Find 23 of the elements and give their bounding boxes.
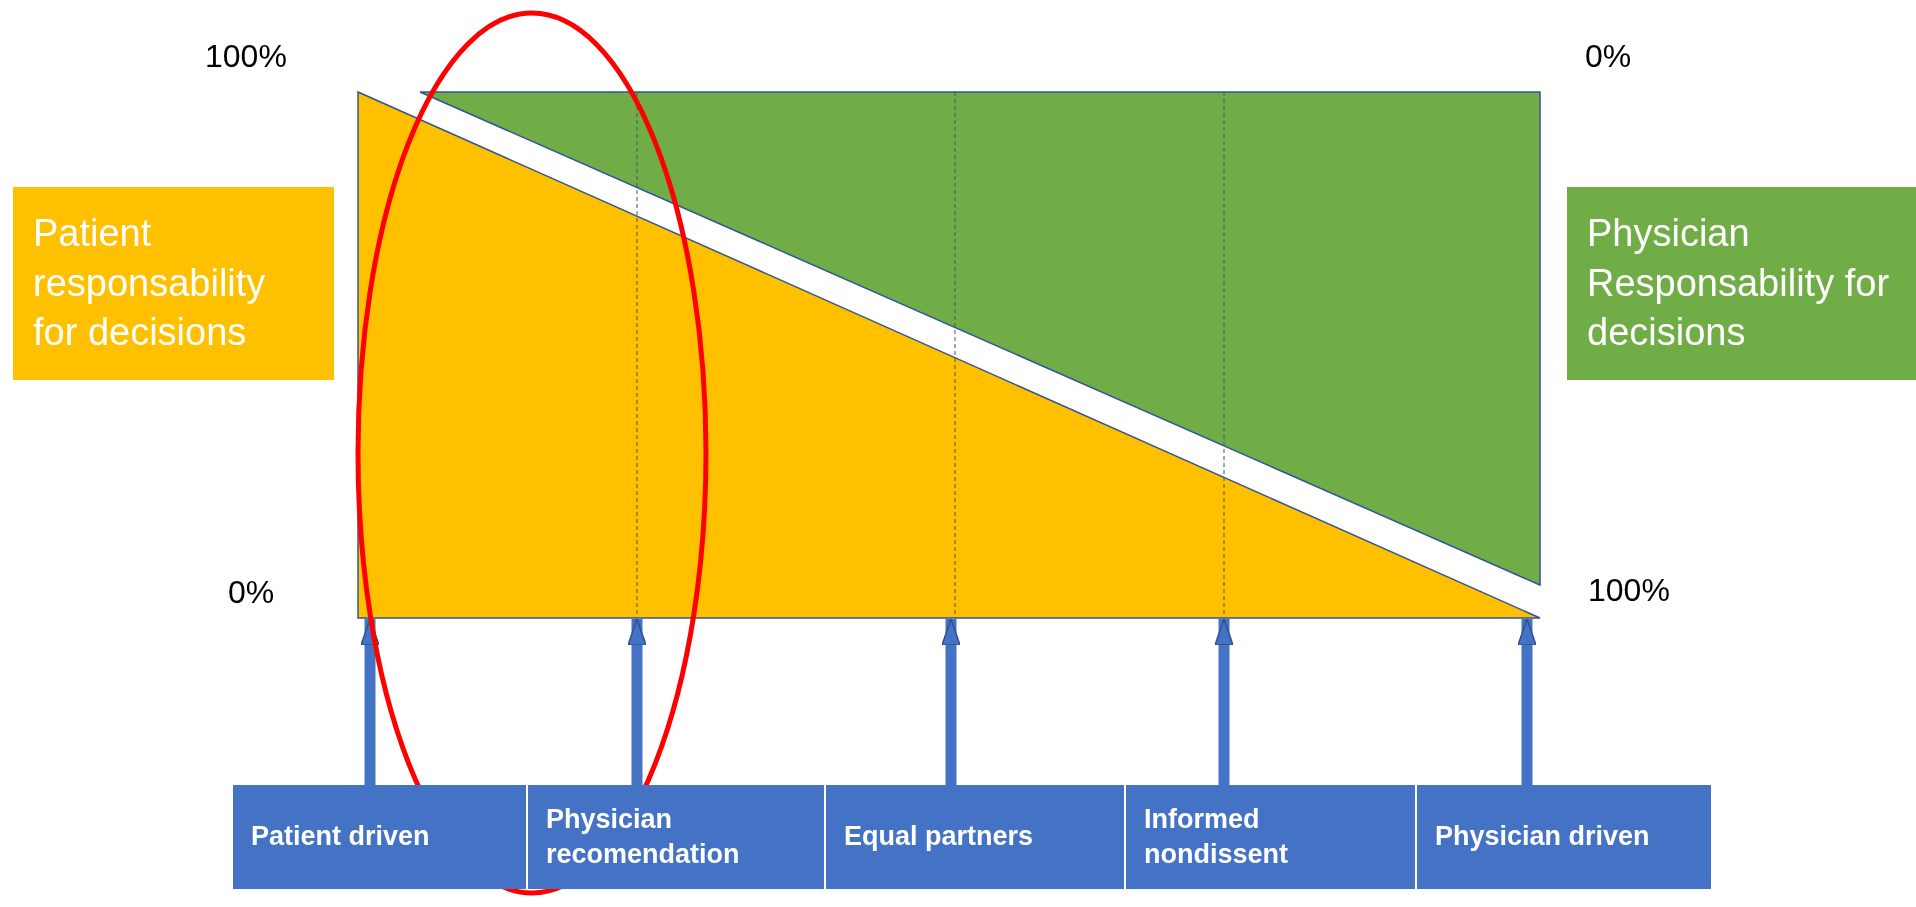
box-label: Physician Responsability for decisions bbox=[1587, 211, 1891, 356]
model-box bbox=[1417, 785, 1711, 889]
box-label: Physician driven bbox=[1435, 820, 1650, 854]
model-box bbox=[233, 785, 526, 889]
box-label: Patient responsability for decisions bbox=[33, 211, 267, 356]
percent-label: 100% bbox=[1588, 572, 1670, 609]
up-arrow bbox=[627, 618, 647, 785]
model-box bbox=[528, 785, 824, 889]
up-arrow bbox=[941, 618, 961, 785]
up-arrow bbox=[1517, 618, 1537, 785]
box-label: Physician recomendation bbox=[546, 802, 741, 871]
model-box bbox=[826, 785, 1124, 889]
up-arrow bbox=[360, 618, 380, 785]
box-label: Informed nondissent bbox=[1144, 802, 1289, 871]
box-label: Equal partners bbox=[844, 820, 1034, 854]
up-arrow bbox=[1214, 618, 1234, 785]
percent-label: 0% bbox=[228, 574, 275, 611]
percent-label: 100% bbox=[205, 38, 287, 75]
box-label: Patient driven bbox=[251, 820, 430, 854]
percent-label: 0% bbox=[1585, 38, 1632, 75]
physician-label-box bbox=[1567, 187, 1916, 380]
patient-label-box bbox=[13, 187, 334, 380]
model-box bbox=[1126, 785, 1415, 889]
